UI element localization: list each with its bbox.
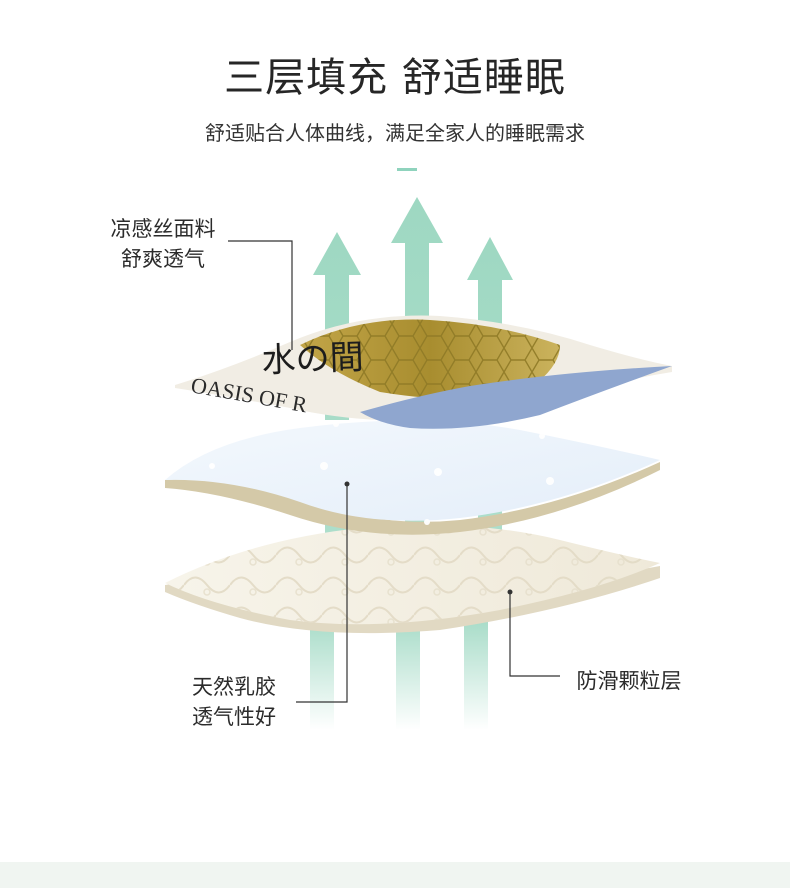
label-natural-latex: 天然乳胶 透气性好 <box>178 672 290 732</box>
leader-line-anti-slip <box>509 592 560 677</box>
page-title: 三层填充 舒适睡眠 <box>224 55 566 101</box>
arrow-up-icon <box>391 197 443 420</box>
label-latex-line1: 天然乳胶 <box>192 675 276 699</box>
leader-lines <box>228 240 560 703</box>
page-subtitle: 舒适贴合人体曲线，满足全家人的睡眠需求 <box>205 121 585 145</box>
leader-dots <box>344 481 513 595</box>
leader-line-fabric <box>228 240 293 350</box>
latex-air-holes <box>209 421 554 525</box>
leader-line-latex <box>296 484 348 703</box>
label-cool-silk-line2: 舒爽透气 <box>121 247 205 271</box>
bottom-band <box>0 862 790 888</box>
label-anti-slip-layer: 防滑颗粒层 <box>576 669 682 693</box>
anti-slip-layer <box>165 524 660 634</box>
latex-layer <box>165 420 660 535</box>
accent-dash <box>397 168 417 171</box>
fabric-print-line1: 水の間 <box>261 337 364 381</box>
label-cool-silk-line1: 凉感丝面料 <box>110 217 216 241</box>
cool-silk-fabric-layer: 水の間 OASIS OF R <box>175 315 672 429</box>
label-latex-line2: 透气性好 <box>192 705 276 729</box>
label-cool-silk-fabric: 凉感丝面料 舒爽透气 <box>98 214 228 274</box>
